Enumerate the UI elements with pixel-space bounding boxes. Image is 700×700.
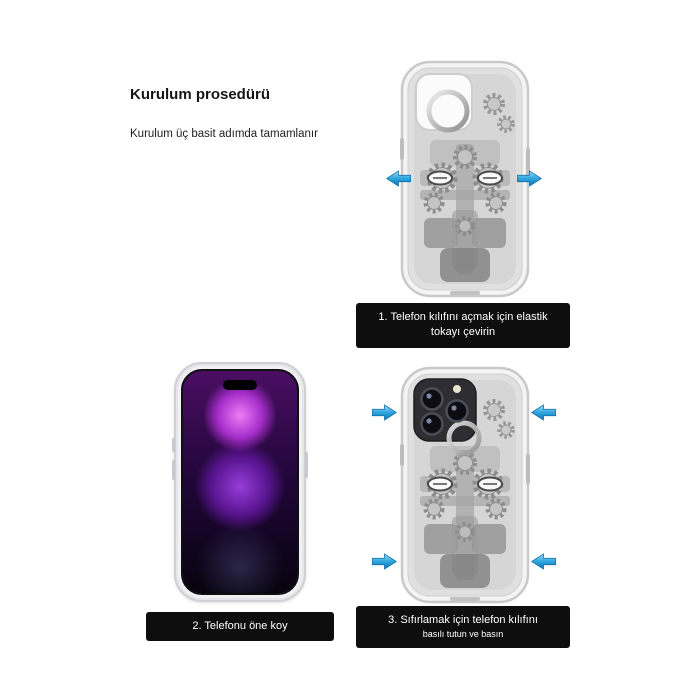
step1-caption-line2: tokayı çevirin — [430, 326, 496, 339]
dynamic-island — [223, 380, 257, 390]
step3-caption-line1: 3. Sıfırlamak için telefon kılıfını — [388, 614, 538, 626]
step3-caption: 3. Sıfırlamak için telefon kılıfını bası… — [356, 606, 570, 648]
camera-lens-icon — [445, 399, 469, 423]
camera-flash-icon — [453, 385, 461, 393]
page-subtitle: Kurulum üç basit adımda tamamlanır — [130, 128, 318, 140]
step3-caption-line2: basılı tutun ve basın — [422, 629, 504, 640]
arrow-right-icon — [517, 170, 542, 187]
volume-button — [172, 438, 175, 452]
step2-phone-illustration — [172, 362, 308, 602]
step1-caption-line1: 1. Telefon kılıfını açmak için elastik — [378, 311, 548, 323]
phone-screen-wallpaper — [181, 369, 299, 595]
arrow-right-icon — [372, 553, 397, 570]
volume-button — [172, 460, 175, 480]
step3-case-with-phone-illustration — [398, 366, 532, 604]
arrow-left-icon — [531, 553, 556, 570]
power-button — [305, 452, 308, 478]
silver-camera-ring-icon — [426, 89, 470, 133]
camera-lens-icon — [420, 412, 444, 436]
arrow-left-icon — [386, 170, 411, 187]
silver-camera-ring-icon — [446, 420, 482, 456]
page-title: Kurulum prosedürü — [130, 86, 271, 103]
arrow-right-icon — [372, 404, 397, 421]
step2-caption-line1: 2. Telefonu öne koy — [192, 620, 288, 632]
step1-caption: 1. Telefon kılıfını açmak için elastik t… — [356, 303, 570, 348]
camera-lens-icon — [420, 387, 444, 411]
arrow-left-icon — [531, 404, 556, 421]
step2-caption: 2. Telefonu öne koy — [146, 612, 334, 642]
step1-case-back-illustration — [398, 60, 532, 298]
